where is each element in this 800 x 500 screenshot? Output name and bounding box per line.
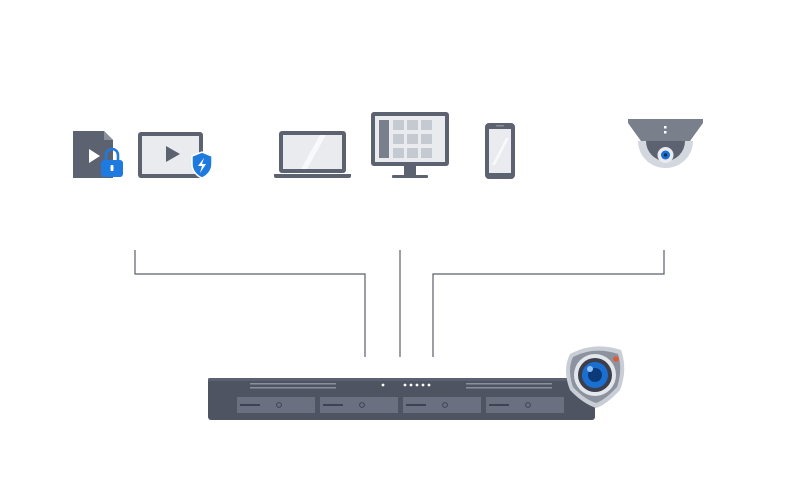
drive-bay: [320, 397, 398, 413]
right-branch-line: [432, 250, 665, 357]
drive-bays: [237, 397, 564, 413]
surveillance-camera-badge-icon: [566, 346, 625, 408]
dome-camera-icon: [628, 119, 703, 168]
laptop-icon: [274, 131, 351, 178]
rackmount-nas: [208, 378, 595, 420]
connector-lines: [134, 250, 665, 357]
vent-slots: [250, 383, 552, 389]
monitor-grid-icon: [371, 112, 449, 178]
smartphone-icon: [485, 123, 515, 179]
left-branch-line: [134, 250, 366, 357]
drive-bay: [237, 397, 315, 413]
drive-bay: [403, 397, 481, 413]
drive-bay: [486, 397, 564, 413]
video-player-shield-icon: [138, 132, 213, 179]
status-leds: [381, 383, 431, 387]
locked-video-file-icon: [73, 131, 123, 178]
